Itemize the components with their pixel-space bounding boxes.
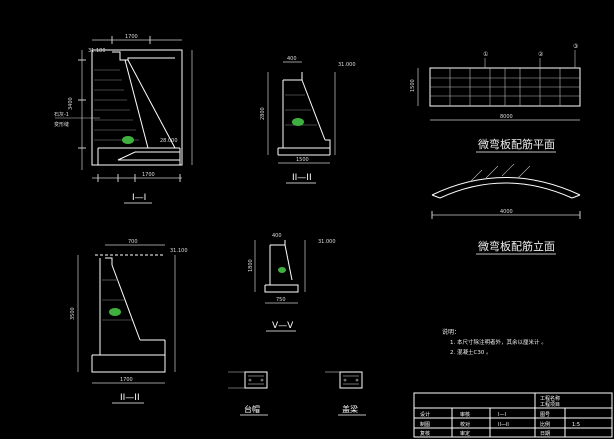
tb-r3c1: 复核 — [420, 430, 430, 437]
section-1-elev-top: 31.180 — [88, 48, 106, 54]
section-3-dim-h: 3500 — [70, 307, 76, 320]
titleblock-subproject: 工程项目 — [540, 401, 560, 408]
section-1-elev-bottom: 28.000 — [160, 138, 178, 144]
tb-r2c3: II—II — [498, 422, 509, 428]
section-4-elev: 31.000 — [318, 239, 336, 245]
plan-mark-2: ② — [538, 51, 544, 58]
section-2-dim-h: 2800 — [260, 107, 266, 120]
title-block — [413, 392, 613, 438]
section-4-dim-top: 400 — [272, 233, 282, 239]
plan-dim-width: 1500 — [410, 79, 416, 92]
cap-detail-2-label: 盖梁 — [342, 404, 358, 414]
tb-r2c5: 1:5 — [572, 422, 580, 428]
section-4 — [254, 240, 306, 304]
section-2-2 — [267, 61, 336, 164]
section-1-note-1: 石灰-1 — [54, 111, 69, 118]
section-1-label: I—I — [132, 193, 146, 203]
tb-r1c2: 审核 — [460, 411, 470, 418]
arch-title: 微弯板配筋立面 — [478, 239, 555, 253]
notes-heading: 说明： — [442, 328, 460, 336]
section-1-note-2: 变形缝 — [54, 121, 69, 128]
tb-r2c1: 制图 — [420, 421, 430, 428]
cap-detail-1 — [228, 371, 268, 389]
tb-r3c2: 审定 — [460, 430, 470, 437]
tb-r1c3: I—I — [498, 412, 506, 418]
notes-line-1: 1. 本尺寸除注明者外，其余以厘米计 。 — [450, 338, 547, 346]
section-3 — [77, 244, 176, 384]
section-3-elev: 31.100 — [170, 248, 188, 254]
section-1-1 — [55, 36, 193, 182]
section-2-dim-top: 400 — [287, 56, 297, 62]
plan-mark-3: ③ — [573, 43, 578, 50]
tb-r1c4: 图号 — [540, 412, 550, 418]
notes-line-2: 2. 混凝土C30 。 — [450, 348, 492, 356]
plan-title: 微弯板配筋平面 — [478, 137, 555, 151]
arch-dim-span: 4000 — [500, 209, 513, 215]
section-4-label: V—V — [272, 321, 294, 331]
section-2-elev: 31.000 — [338, 62, 356, 68]
cap-detail-2 — [325, 371, 363, 389]
plan-reinforcement — [417, 50, 581, 121]
section-4-dim-h: 1800 — [248, 259, 254, 272]
section-3-label: II—II — [120, 393, 140, 403]
section-1-dim-h: 3400 — [68, 97, 74, 110]
tb-r3c4: 日期 — [540, 431, 550, 437]
section-3-dim-base: 1700 — [120, 377, 133, 383]
section-1-dim-base: 1700 — [142, 172, 155, 178]
tb-r2c4: 比例 — [540, 421, 550, 428]
section-4-dim-base: 750 — [276, 297, 286, 303]
cap-detail-1-label: 台帽 — [244, 404, 260, 414]
arch-elevation — [431, 163, 581, 219]
tb-r1c1: 设计 — [420, 411, 430, 418]
section-2-dim-base: 1500 — [296, 157, 309, 163]
section-2-label: II—II — [292, 173, 312, 183]
plan-mark-1: ① — [483, 51, 488, 58]
section-1-dim-top: 1700 — [125, 34, 138, 40]
tb-r2c2: 校对 — [460, 421, 470, 428]
titleblock-project: 工程名称 — [540, 395, 560, 402]
plan-dim-length: 8000 — [500, 114, 513, 120]
section-3-dim-top: 700 — [128, 239, 138, 245]
